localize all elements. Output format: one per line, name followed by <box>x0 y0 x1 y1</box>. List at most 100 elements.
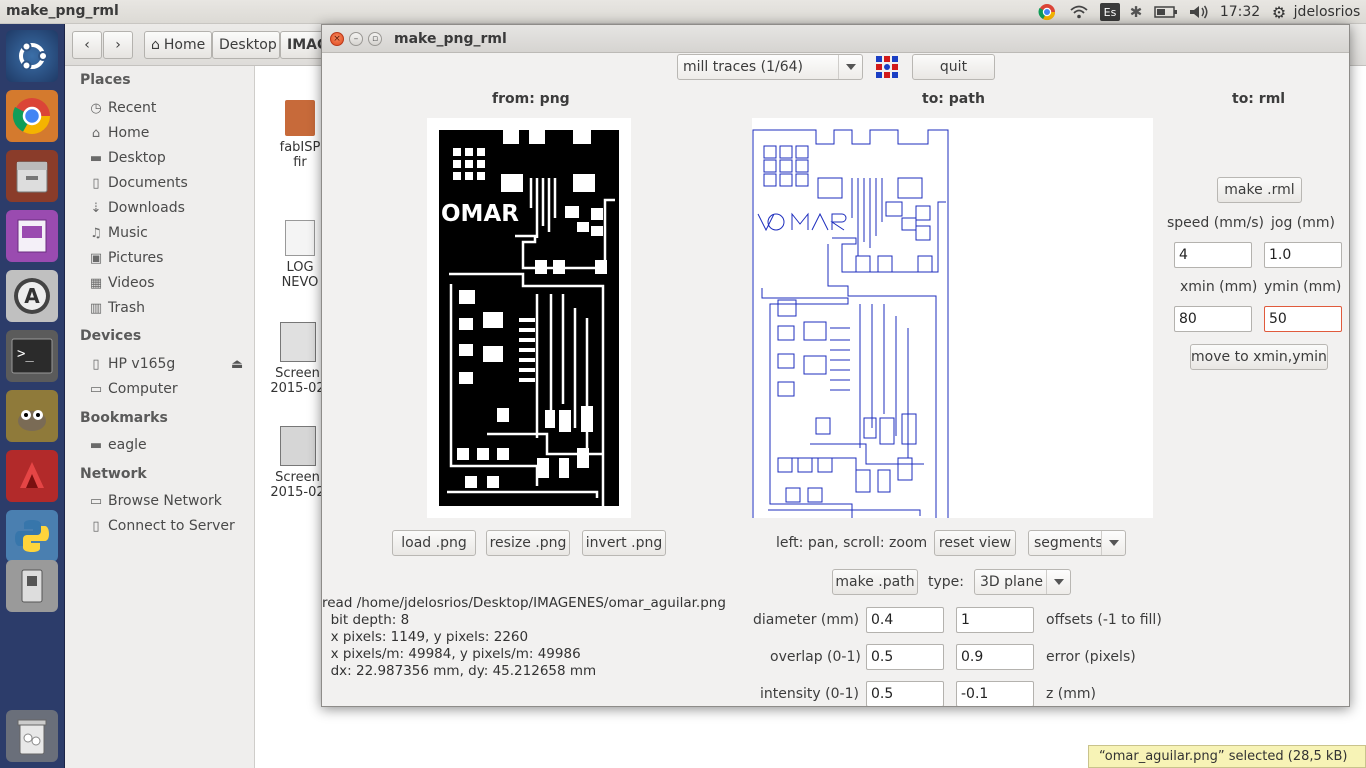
speed-field[interactable]: 4 <box>1174 242 1252 268</box>
usb-drive-icon[interactable] <box>6 560 58 612</box>
file-item[interactable]: Screen 2015-02 <box>265 426 330 500</box>
chevron-down-icon <box>838 55 862 79</box>
chevron-right-icon: › <box>115 37 121 53</box>
impress-launcher-icon[interactable] <box>6 210 58 262</box>
path-preview[interactable] <box>752 118 1153 518</box>
clock-icon: ◷ <box>90 100 102 116</box>
make-path-button[interactable]: make .path <box>832 569 918 595</box>
type-label: type: <box>928 574 964 590</box>
software-updater-icon[interactable]: A <box>6 270 58 322</box>
terminal-launcher-icon[interactable]: >_ <box>6 330 58 382</box>
file-item[interactable]: LOG NEVO <box>270 220 330 290</box>
make-rml-button[interactable]: make .rml <box>1217 177 1302 203</box>
process-select[interactable]: mill traces (1/64) <box>677 54 863 80</box>
z-field[interactable]: -0.1 <box>956 681 1034 706</box>
maximize-button[interactable]: ▫ <box>368 32 382 46</box>
sidebar-item-recent[interactable]: ◷Recent <box>88 98 156 118</box>
battery-icon[interactable] <box>1153 2 1179 22</box>
sidebar-item-usb-drive[interactable]: ▯HP v165g⏏ <box>88 354 248 374</box>
chevron-down-icon <box>1046 570 1070 594</box>
files-launcher-icon[interactable] <box>6 150 58 202</box>
minimize-button[interactable]: – <box>349 32 363 46</box>
chevron-down-icon <box>1101 531 1125 555</box>
xmin-field[interactable]: 80 <box>1174 306 1252 332</box>
sidebar-item-downloads[interactable]: ⇣Downloads <box>88 198 185 218</box>
invert-png-button[interactable]: invert .png <box>582 530 666 556</box>
network-icon: ▭ <box>89 493 103 509</box>
png-preview[interactable]: OMAR <box>427 118 631 518</box>
offsets-label: offsets (-1 to fill) <box>1046 612 1162 628</box>
sidebar-item-connect-server[interactable]: ▯Connect to Server <box>88 516 234 536</box>
make-png-rml-window: × – ▫ make_png_rml mill traces (1/64) qu… <box>321 24 1350 707</box>
path-desktop-button[interactable]: Desktop <box>212 31 280 59</box>
move-to-xmin-ymin-button[interactable]: move to xmin,ymin <box>1190 344 1328 370</box>
document-icon: ▯ <box>92 175 100 191</box>
sidebar-item-pictures[interactable]: ▣Pictures <box>89 250 164 266</box>
eject-icon[interactable]: ⏏ <box>231 356 244 372</box>
image-thumbnail-icon <box>279 322 316 362</box>
error-field[interactable]: 0.9 <box>956 644 1034 670</box>
home-icon: ⌂ <box>91 125 101 141</box>
gear-icon[interactable]: ⚙ <box>1271 2 1287 22</box>
sidebar-item-desktop[interactable]: ▬Desktop <box>89 150 166 166</box>
view-mode-select[interactable]: segments <box>1028 530 1126 556</box>
red-app-launcher-icon[interactable] <box>6 450 58 502</box>
bluetooth-icon[interactable]: ✱ <box>1129 3 1143 21</box>
window-titlebar[interactable]: × – ▫ make_png_rml <box>322 25 1349 53</box>
ubuntu-dash-icon[interactable] <box>6 30 58 82</box>
sidebar-item-browse-network[interactable]: ▭Browse Network <box>89 493 222 509</box>
sidebar-item-trash[interactable]: ▥Trash <box>89 300 145 316</box>
image-thumbnail-icon <box>279 426 316 466</box>
resize-png-button[interactable]: resize .png <box>486 530 570 556</box>
type-select[interactable]: 3D plane <box>974 569 1071 595</box>
python-launcher-icon[interactable] <box>6 510 58 562</box>
gimp-launcher-icon[interactable] <box>6 390 58 442</box>
file-icon <box>285 220 315 256</box>
keyboard-icon[interactable]: Es <box>1100 3 1120 21</box>
top-panel: make_png_rml Es ✱ 17:32 ⚙ jdelosrios <box>0 0 1366 24</box>
forward-button[interactable]: › <box>103 31 133 59</box>
folder-icon: ▬ <box>89 150 103 166</box>
png-info-line: x pixels/m: 49984, y pixels/m: 49986 <box>322 646 581 662</box>
error-label: error (pixels) <box>1046 649 1136 665</box>
user-name[interactable]: jdelosrios <box>1293 4 1361 20</box>
sidebar-item-videos[interactable]: ▦Videos <box>89 275 155 291</box>
sidebar-item-eagle[interactable]: ▬eagle <box>89 437 147 453</box>
png-info-line: read /home/jdelosrios/Desktop/IMAGENES/o… <box>322 595 726 611</box>
trash-launcher-icon[interactable] <box>6 710 58 762</box>
ymin-field[interactable]: 50 <box>1264 306 1342 332</box>
computer-icon: ▭ <box>89 381 103 397</box>
overlap-field[interactable]: 0.5 <box>866 644 944 670</box>
from-png-heading: from: png <box>492 91 570 107</box>
window-title: make_png_rml <box>394 31 507 47</box>
load-png-button[interactable]: load .png <box>392 530 476 556</box>
clock[interactable]: 17:32 <box>1219 4 1261 20</box>
wifi-icon[interactable] <box>1068 2 1090 22</box>
chrome-icon[interactable] <box>1036 2 1058 22</box>
chrome-launcher-icon[interactable] <box>6 90 58 142</box>
sidebar-item-music[interactable]: ♫Music <box>88 223 148 243</box>
intensity-field[interactable]: 0.5 <box>866 681 944 706</box>
close-button[interactable]: × <box>330 32 344 46</box>
picture-icon: ▣ <box>89 250 103 266</box>
sidebar-item-home[interactable]: ⌂Home <box>88 123 149 143</box>
diameter-field[interactable]: 0.4 <box>866 607 944 633</box>
launcher: A >_ <box>0 24 65 768</box>
sidebar-item-documents[interactable]: ▯Documents <box>88 173 187 193</box>
places-sidebar: Places ◷Recent ⌂Home ▬Desktop ▯Documents… <box>65 66 255 768</box>
back-button[interactable]: ‹ <box>72 31 102 59</box>
file-item[interactable]: fabISP fir <box>270 100 330 170</box>
sidebar-item-computer[interactable]: ▭Computer <box>89 381 178 397</box>
intensity-label: intensity (0-1) <box>760 686 859 702</box>
usb-drive-icon: ▯ <box>92 356 100 372</box>
reset-view-button[interactable]: reset view <box>934 530 1016 556</box>
offsets-field[interactable]: 1 <box>956 607 1034 633</box>
folder-icon: ▬ <box>89 437 103 453</box>
quit-button[interactable]: quit <box>912 54 995 80</box>
file-item[interactable]: Screen 2015-02 <box>265 322 330 396</box>
jog-field[interactable]: 1.0 <box>1264 242 1342 268</box>
png-info-line: bit depth: 8 <box>322 612 410 628</box>
path-home-button[interactable]: ⌂Home <box>144 31 212 59</box>
png-info-line: dx: 22.987356 mm, dy: 45.212658 mm <box>322 663 597 679</box>
volume-icon[interactable] <box>1188 2 1210 22</box>
